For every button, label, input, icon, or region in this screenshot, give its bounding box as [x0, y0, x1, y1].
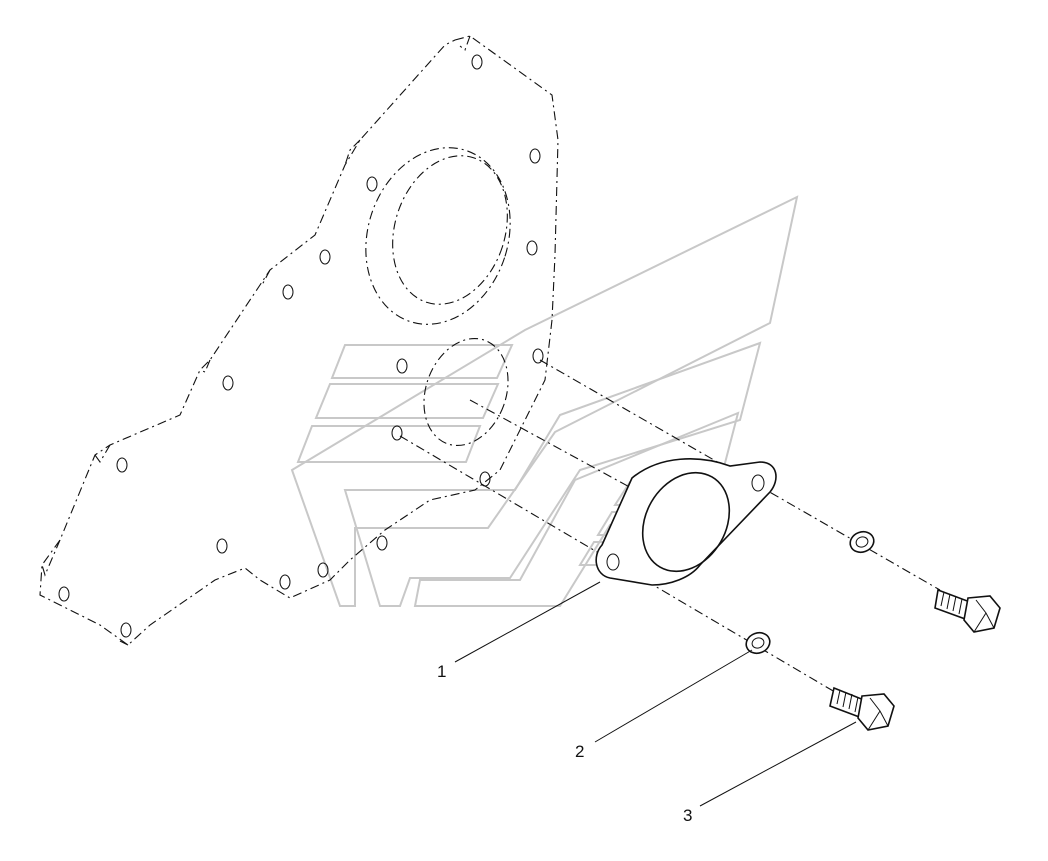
callout-2: 2 — [575, 649, 753, 761]
callout-3: 3 — [683, 721, 857, 825]
cover-plate — [39, 35, 559, 646]
callout-label-1: 1 — [437, 662, 446, 681]
gasket — [595, 458, 777, 586]
watermark-logo — [290, 195, 799, 607]
callout-1: 1 — [437, 581, 601, 681]
callout-label-2: 2 — [575, 742, 584, 761]
bolt-lower — [829, 686, 895, 731]
washer-lower — [745, 631, 771, 655]
callout-label-3: 3 — [683, 806, 692, 825]
washer-upper — [849, 530, 875, 554]
bolt-upper — [934, 588, 1001, 633]
